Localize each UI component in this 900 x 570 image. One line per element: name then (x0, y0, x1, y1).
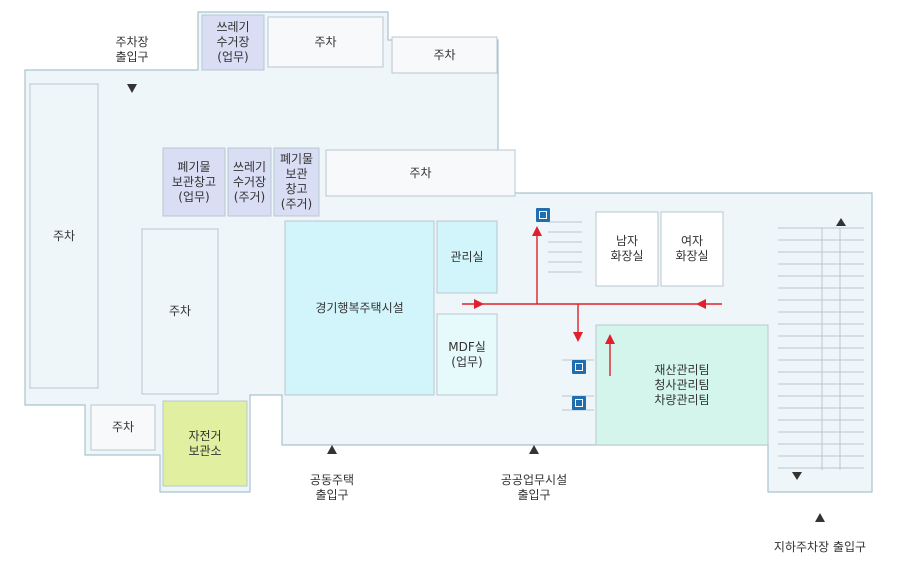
waste-storage-business[interactable] (162, 147, 226, 217)
parking-bottom[interactable] (90, 404, 156, 451)
mens-restroom[interactable] (595, 211, 659, 287)
parking-bottom-label: 주차 (111, 420, 135, 434)
underground-parking-entrance[interactable]: 지하주차장 출입구 (760, 498, 880, 570)
waste-top-room[interactable] (201, 14, 265, 71)
housing-entrance[interactable]: 공동주택 출입구 (295, 430, 369, 518)
waste-storage-business-label: 폐기물 보관창고 (업무) (171, 159, 217, 204)
management-office-label: 관리실 (450, 249, 484, 264)
parking-left[interactable] (29, 83, 99, 389)
womens-restroom[interactable] (660, 211, 724, 287)
parking-entrance-top-text: 주차장 출입구 (115, 35, 149, 64)
parking-left-center-label: 주차 (168, 304, 192, 318)
mdf-room-label: MDF실 (업무) (448, 339, 486, 369)
management-teams-room[interactable] (595, 324, 769, 446)
up-triangle-icon (815, 513, 825, 522)
parking-top-2-label: 주차 (433, 47, 456, 62)
bicycle-storage[interactable] (162, 400, 248, 487)
flow-arrows (462, 226, 722, 376)
public-office-entrance-text: 공공업무시설 출입구 (500, 473, 568, 502)
management-teams-label: 재산관리팀 청사관리팀 차량관리팀 (654, 362, 710, 407)
parking-top-1[interactable] (267, 16, 384, 68)
up-triangle-icon (327, 445, 337, 454)
waste-storage-residential[interactable] (273, 147, 320, 217)
mdf-room[interactable] (436, 313, 498, 396)
parking-mid[interactable] (325, 149, 516, 197)
housing-facility[interactable] (284, 220, 435, 396)
parking-entrance-top[interactable]: 주차장 출입구 (100, 20, 164, 108)
underground-parking-entrance-text: 지하주차장 출입구 (773, 540, 867, 554)
up-triangle-icon (529, 445, 539, 454)
floor-plan-map (24, 11, 873, 493)
ramp-down-triangle (792, 472, 802, 480)
public-office-entrance[interactable]: 공공업무시설 출입구 (488, 430, 580, 518)
waste-collection-residential[interactable] (227, 147, 272, 217)
management-office[interactable] (436, 220, 498, 294)
elevator-icon[interactable] (572, 360, 586, 374)
housing-facility-label: 경기행복주택시설 (315, 300, 404, 315)
womens-restroom-label: 여자 화장실 (675, 234, 709, 263)
bicycle-storage-label: 자전거 보관소 (188, 428, 222, 458)
mens-restroom-label: 남자 화장실 (610, 234, 644, 263)
parking-top-1-label: 주차 (314, 34, 337, 49)
parking-ramp (778, 227, 864, 470)
waste-storage-residential-label: 폐기물 보관 창고 (주거) (279, 152, 314, 211)
parking-left-label: 주차 (52, 228, 76, 243)
housing-entrance-text: 공동주택 출입구 (309, 473, 355, 502)
arrow-left-head (696, 299, 706, 309)
arrow-up-head-2 (605, 334, 615, 344)
stairs-small (548, 221, 582, 273)
ramp-up-triangle (836, 218, 846, 226)
elevator-icon[interactable] (536, 208, 550, 222)
parking-left-center[interactable] (141, 228, 219, 395)
parking-mid-label: 주차 (409, 165, 432, 180)
arrow-up-head (532, 226, 542, 236)
arrow-right-head (474, 299, 484, 309)
waste-collection-residential-label: 쓰레기 수거장 (주거) (232, 159, 267, 204)
elevator-icon[interactable] (572, 396, 586, 410)
down-triangle-icon (127, 84, 137, 93)
parking-top-2[interactable] (391, 36, 498, 74)
arrow-down-head (573, 332, 583, 342)
waste-top-label: 쓰레기 수거장 (업무) (216, 20, 250, 64)
